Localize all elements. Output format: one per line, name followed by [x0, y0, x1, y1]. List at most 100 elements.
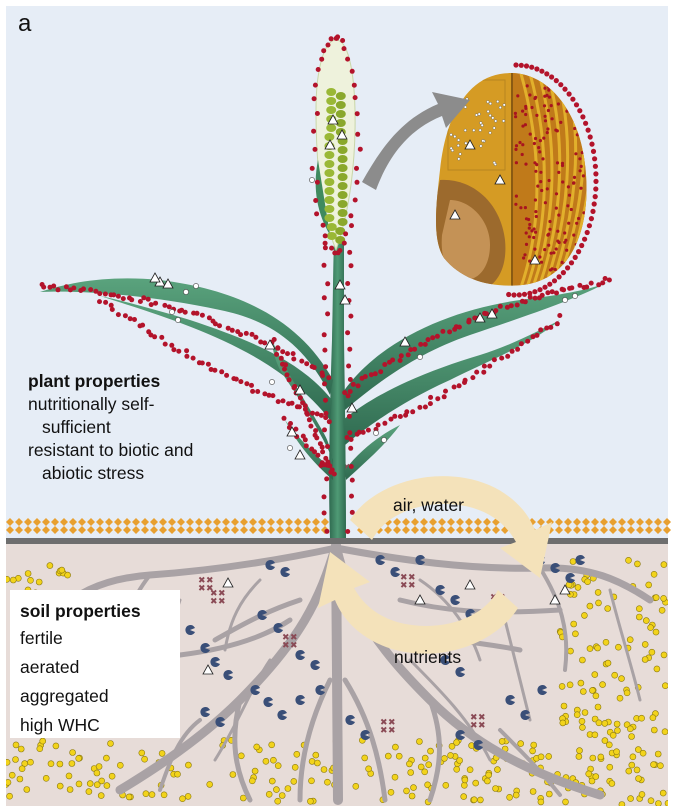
microbe-dot [340, 38, 345, 43]
sand-grain [574, 712, 580, 718]
sand-grain [538, 754, 544, 760]
microbe-dot [524, 63, 529, 68]
grain-speck [524, 163, 527, 166]
sand-grain [610, 732, 616, 738]
microbe-dot [169, 343, 174, 348]
microbe-dot [583, 121, 588, 126]
cross-cluster-icon: ✖ [400, 581, 408, 591]
cross-cluster-icon: ✖ [198, 584, 206, 594]
microbe-dot [292, 385, 297, 390]
sand-grain [294, 751, 300, 757]
sand-grain [269, 742, 275, 748]
grain-speck [528, 227, 531, 230]
grain-speck [458, 158, 461, 161]
microbe-dot [51, 284, 56, 289]
microbe-dot [538, 327, 543, 332]
microbe-dot [582, 237, 587, 242]
microbe-dot [467, 318, 472, 323]
sand-grain [660, 790, 666, 796]
microbe-dot [238, 379, 243, 384]
grain-speck [556, 129, 559, 132]
microbe-dot [373, 371, 378, 376]
microbe-dot [561, 287, 566, 292]
grain-speck [475, 114, 478, 117]
microbe-dot [97, 291, 102, 296]
grain-speck [539, 180, 542, 183]
microbe-dot [593, 179, 598, 184]
microbe-dot [285, 372, 290, 377]
microbe-dot [146, 297, 151, 302]
sand-grain [207, 781, 213, 787]
microbe-dot [279, 356, 284, 361]
microbe-dot [423, 342, 428, 347]
microbe-dot [442, 394, 447, 399]
ear-kernel [338, 146, 348, 154]
sand-grain [626, 557, 632, 563]
microbe-dot [323, 233, 328, 238]
microbe-dot [342, 241, 347, 246]
microbe-dot [314, 211, 319, 216]
microbe-dot [313, 83, 318, 88]
grain-speck [577, 217, 580, 220]
microbe-dot [569, 260, 574, 265]
grain-speck [547, 109, 550, 112]
grain-speck [559, 121, 562, 124]
grain-speck [464, 129, 467, 132]
microbe-dot [350, 510, 355, 515]
microbe-dot [470, 375, 475, 380]
microbe-dot [116, 294, 121, 299]
microbe-dot [334, 36, 339, 41]
grain-speck [521, 143, 524, 146]
microbe-dot [71, 286, 76, 291]
microbe-dot [299, 359, 304, 364]
sand-grain [607, 764, 613, 770]
microbe-dot [542, 285, 547, 290]
plant-properties-text: plant properties nutritionally self- suf… [28, 370, 193, 485]
panel-label: a [18, 10, 31, 38]
microbe-dot [355, 111, 360, 116]
sand-grain [292, 764, 298, 770]
grain-speck [533, 142, 536, 145]
sand-grain [36, 579, 42, 585]
microbe-dot [363, 374, 368, 379]
microbe-dot [487, 364, 492, 369]
grain-speck [557, 102, 560, 105]
microbe-dot [544, 71, 549, 76]
grain-speck [534, 170, 537, 173]
sand-grain [43, 775, 49, 781]
grain-speck [503, 104, 506, 107]
sand-grain [99, 778, 105, 784]
grain-speck [525, 217, 528, 220]
grain-speck [548, 96, 551, 99]
microbe-dot [492, 357, 497, 362]
soil-properties-title: soil properties [20, 598, 141, 624]
grain-speck [546, 187, 549, 190]
grain-speck [450, 133, 453, 136]
plant-property-line: sufficient [28, 416, 193, 439]
sand-grain [18, 746, 24, 752]
sand-grain [518, 741, 524, 747]
microbe-dot [515, 303, 520, 308]
grain-speck [546, 127, 549, 130]
sand-grain [65, 572, 71, 578]
microbe-dot [498, 304, 503, 309]
sand-grain [159, 750, 165, 756]
microbe-dot [349, 437, 354, 442]
microbe-dot [593, 194, 598, 199]
microbe-dot [378, 369, 383, 374]
sand-grain [47, 563, 53, 569]
microbe-dot [457, 383, 462, 388]
microbe-dot [547, 282, 552, 287]
sand-grain [636, 614, 642, 620]
microbe-dot [329, 246, 334, 251]
microbe-dot [312, 365, 317, 370]
microbe-dot [244, 331, 249, 336]
grain-speck [481, 124, 484, 127]
microbe-dot [349, 464, 354, 469]
sand-grain [324, 779, 330, 785]
microbe-dot [428, 395, 433, 400]
cross-cluster-icon: ✖ [282, 641, 290, 651]
microbe-dot [552, 278, 557, 283]
sand-grain [467, 767, 473, 773]
sand-grain [653, 629, 659, 635]
